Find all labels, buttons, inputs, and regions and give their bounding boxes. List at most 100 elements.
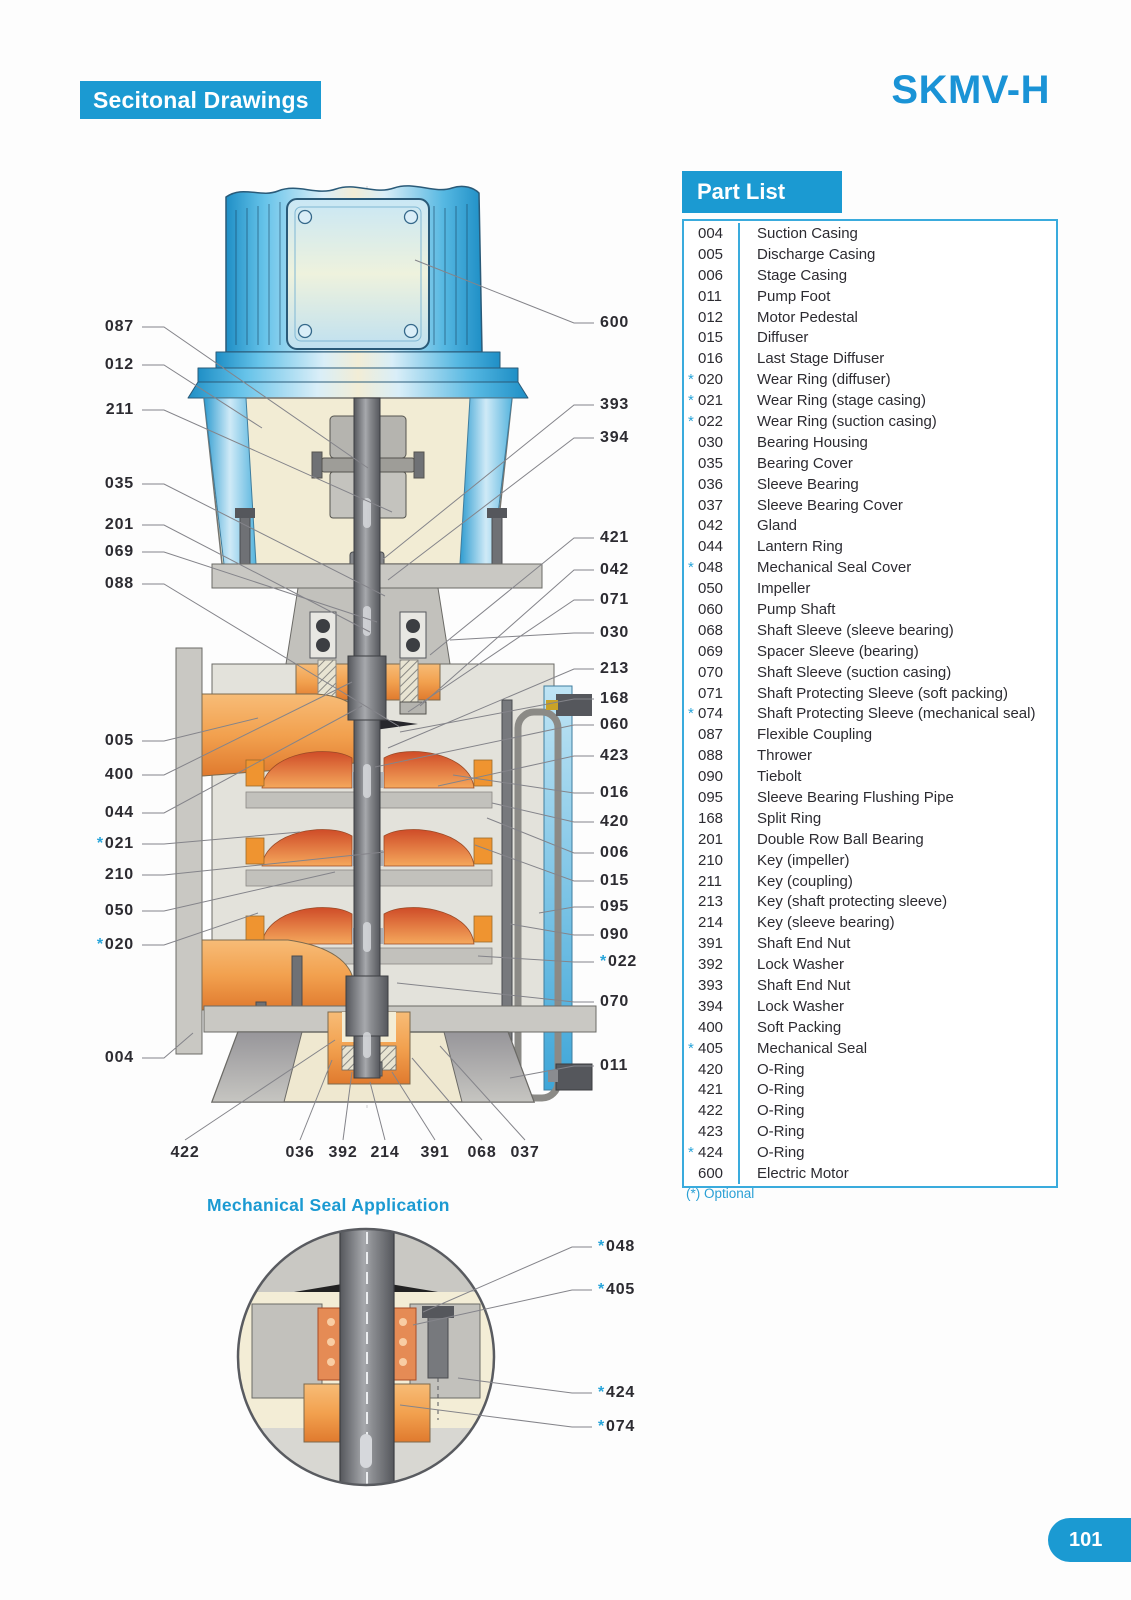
part-name: Wear Ring (diffuser) <box>757 371 891 389</box>
optional-asterisk: * <box>598 1418 606 1435</box>
part-code: 042 <box>684 515 740 537</box>
callout-label-006: 006 <box>600 844 630 861</box>
optional-asterisk: * <box>598 1238 606 1255</box>
model-title: SKMV-H <box>891 68 1050 112</box>
callout-label-095: 095 <box>600 898 630 915</box>
part-code: 068 <box>684 619 740 641</box>
leader-line <box>342 1071 353 1141</box>
leader-line <box>477 955 594 963</box>
part-code: *021 <box>684 390 740 412</box>
part-code: 088 <box>684 745 740 767</box>
part-name: O-Ring <box>757 1081 805 1099</box>
part-code: 394 <box>684 995 740 1017</box>
callout-label-020: *020 <box>96 936 134 953</box>
leader-line <box>509 1065 594 1079</box>
part-name: Gland <box>757 517 798 535</box>
optional-asterisk: * <box>96 835 104 852</box>
leader-line <box>381 404 594 561</box>
part-code: *405 <box>684 1037 740 1059</box>
leader-line <box>538 906 594 914</box>
callout-label-394: 394 <box>600 429 630 446</box>
part-name: Wear Ring (stage casing) <box>757 392 926 410</box>
part-name: Key (impeller) <box>757 851 850 869</box>
part-name: Bearing Housing <box>757 433 868 451</box>
callout-label-424: *424 <box>598 1384 636 1401</box>
callout-label-422: 422 <box>170 1144 200 1161</box>
part-name: Shaft Sleeve (sleeve bearing) <box>757 621 954 639</box>
callout-label-090: 090 <box>600 926 630 943</box>
part-name: Electric Motor <box>757 1165 849 1183</box>
callout-label-011: 011 <box>600 1057 629 1074</box>
part-name: Flexible Coupling <box>757 726 873 744</box>
part-name: Tiebolt <box>757 768 802 786</box>
part-name: Shaft End Nut <box>757 935 851 953</box>
callout-label-030: 030 <box>600 624 630 641</box>
leader-line <box>184 1039 336 1141</box>
base-drawing <box>203 955 597 1103</box>
part-list-row: 068 Shaft Sleeve (sleeve bearing) <box>684 619 1056 641</box>
leader-line <box>142 524 371 633</box>
callout-label-400: 400 <box>104 766 134 783</box>
part-name: Sleeve Bearing <box>757 475 859 493</box>
part-code: 210 <box>684 849 740 871</box>
optional-note: (*) Optional <box>686 1186 755 1201</box>
leader-line <box>391 1071 436 1141</box>
callout-label-004: 004 <box>104 1049 134 1066</box>
page-number-pill: 101 <box>1048 1518 1131 1562</box>
optional-asterisk: * <box>96 936 104 953</box>
casing-drawing <box>175 647 573 1091</box>
part-code: *022 <box>684 411 740 432</box>
callout-label-211: 211 <box>105 401 134 418</box>
leader-line <box>486 817 594 854</box>
leader-line <box>369 1081 386 1141</box>
part-name: Pump Foot <box>757 287 831 305</box>
callout-label-021: *021 <box>96 835 134 852</box>
part-code: 168 <box>684 807 740 829</box>
leader-line <box>142 409 393 513</box>
callout-label-088: 088 <box>104 575 134 592</box>
leader-line <box>419 569 594 707</box>
callout-label-022: *022 <box>600 953 638 970</box>
leader-line <box>387 668 594 749</box>
leader-line <box>414 259 594 324</box>
callout-label-042: 042 <box>600 561 630 578</box>
callout-label-420: 420 <box>600 813 630 830</box>
motor-drawing <box>187 185 529 399</box>
optional-asterisk: * <box>688 705 694 723</box>
leader-line <box>457 1377 592 1394</box>
callout-label-087: 087 <box>104 318 134 335</box>
callout-label-050: 050 <box>104 902 134 919</box>
part-code: 213 <box>684 891 740 913</box>
part-code: 393 <box>684 975 740 996</box>
part-name: Impeller <box>757 580 811 598</box>
leader-line <box>449 632 594 641</box>
leader-line <box>142 912 259 946</box>
part-code: *048 <box>684 557 740 579</box>
coupling-drawing <box>311 415 425 584</box>
leader-line <box>491 802 594 823</box>
part-code: 030 <box>684 431 740 453</box>
part-list-row: 393 Shaft End Nut <box>684 975 1056 996</box>
part-code: 015 <box>684 327 740 349</box>
part-name: Shaft End Nut <box>757 977 851 994</box>
part-name: Discharge Casing <box>757 245 876 263</box>
part-code: 071 <box>684 682 740 704</box>
leader-line <box>142 851 385 876</box>
mechanical-seal-title: Mechanical Seal Application <box>207 1195 450 1215</box>
callout-label-392: 392 <box>328 1144 358 1161</box>
discharge-pipe-drawing <box>201 693 365 777</box>
